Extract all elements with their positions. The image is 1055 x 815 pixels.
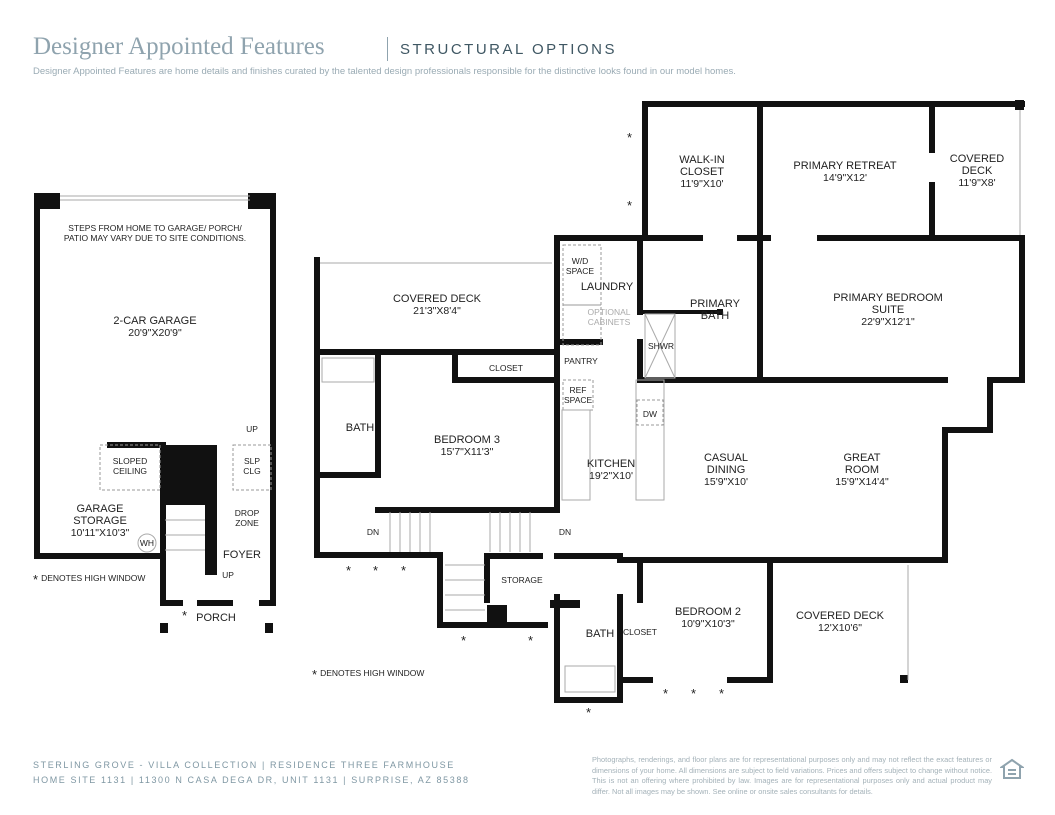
high-window-legend-garage: *DENOTES HIGH WINDOW: [33, 572, 146, 587]
room-dimensions: 14'9"X12': [823, 172, 867, 184]
up-label-garage: UP: [246, 424, 258, 434]
room-name: COVERED DECK: [392, 293, 482, 305]
room-bath-west: BATH: [345, 422, 375, 434]
high-window-marker: *: [586, 705, 592, 720]
room-porch: PORCH: [196, 612, 236, 624]
room-slp-clg: SLP CLG: [243, 456, 261, 476]
room-dimensions: 11'9"X10': [680, 178, 724, 190]
down-label-west: DN: [366, 527, 380, 537]
room-dimensions: 20'9"X20'9": [128, 327, 182, 339]
note-text: DENOTES HIGH WINDOW: [320, 668, 425, 678]
equal-housing-icon: [1000, 758, 1024, 779]
room-dimensions: 12'X10'6": [818, 622, 862, 634]
high-window-marker: *: [627, 198, 633, 213]
room-name: BEDROOM 3: [433, 434, 501, 446]
room-name: COVERED DECK: [795, 610, 885, 622]
high-window-legend-main: *DENOTES HIGH WINDOW: [312, 667, 425, 682]
wd-space-label: W/D SPACE: [565, 256, 595, 276]
up-label-foyer: UP: [222, 570, 234, 580]
high-window-marker: *: [346, 563, 352, 578]
room-dimensions: 10'11"X10'3": [70, 527, 130, 539]
room-dimensions: 21'3"X8'4": [413, 305, 461, 317]
closet-label-bedroom3: CLOSET: [488, 363, 524, 373]
high-window-marker: *: [373, 563, 379, 578]
room-name: KITCHEN: [586, 458, 636, 470]
room-foyer: FOYER: [223, 549, 261, 561]
page-title: Designer Appointed Features: [33, 33, 325, 60]
room-dimensions: 15'7"X11'3": [440, 446, 494, 458]
garage-steps-note: STEPS FROM HOME TO GARAGE/ PORCH/ PATIO …: [63, 223, 247, 243]
room-dimensions: 22'9"X12'1": [861, 316, 915, 328]
room-laundry: LAUNDRY: [580, 281, 634, 293]
dishwasher-label: DW: [642, 409, 658, 419]
high-window-marker: *: [401, 563, 407, 578]
optional-cabinets-label: OPTIONAL CABINETS: [587, 307, 631, 327]
footer-address: HOME SITE 1131 | 11300 N CASA DEGA DR, U…: [33, 775, 470, 785]
room-name: GARAGE STORAGE: [73, 503, 127, 527]
room-name: 2-CAR GARAGE: [113, 315, 197, 327]
room-name: BEDROOM 2: [674, 606, 742, 618]
room-name: COVERED DECK: [949, 153, 1005, 177]
room-storage: STORAGE: [501, 575, 543, 585]
water-heater-label: WH: [139, 538, 155, 548]
page-description: Designer Appointed Features are home det…: [33, 66, 736, 77]
footer-disclaimer: Photographs, renderings, and floor plans…: [592, 755, 992, 796]
title-divider: [387, 37, 388, 61]
room-dimensions: 15'9"X14'4": [835, 476, 889, 488]
room-name: WALK-IN CLOSET: [679, 154, 725, 178]
high-window-marker: *: [663, 686, 669, 701]
high-window-marker: *: [528, 633, 534, 648]
closet-label-bedroom2: CLOSET: [622, 627, 658, 637]
ref-space-label: REF SPACE: [564, 385, 593, 405]
high-window-marker: *: [719, 686, 725, 701]
down-label-east: DN: [558, 527, 572, 537]
note-text: DENOTES HIGH WINDOW: [41, 573, 146, 583]
room-primary-bath: PRIMARY BATH: [690, 298, 740, 322]
high-window-marker: *: [691, 686, 697, 701]
room-name: PRIMARY RETREAT: [793, 160, 897, 172]
room-name: GREAT ROOM: [843, 452, 881, 476]
room-dimensions: 11'9"X8': [958, 177, 996, 189]
room-bath-south: BATH: [585, 628, 615, 640]
room-drop-zone: DROP ZONE: [234, 508, 260, 528]
high-window-marker: *: [461, 633, 467, 648]
pantry-label: PANTRY: [564, 356, 598, 366]
high-window-marker: *: [627, 130, 633, 145]
room-sloped-ceiling: SLOPED CEILING: [112, 456, 148, 476]
shower-label: SHWR: [648, 341, 674, 351]
room-name: PRIMARY BEDROOM SUITE: [833, 292, 943, 316]
high-window-marker: *: [182, 608, 188, 623]
room-dimensions: 15'9"X10': [704, 476, 748, 488]
room-dimensions: 10'9"X10'3": [681, 618, 735, 630]
room-name: CASUAL DINING: [703, 452, 749, 476]
room-dimensions: 19'2"X10': [589, 470, 633, 482]
footer-community: STERLING GROVE - VILLA COLLECTION | RESI…: [33, 760, 455, 770]
page-subtitle: STRUCTURAL OPTIONS: [400, 41, 617, 58]
